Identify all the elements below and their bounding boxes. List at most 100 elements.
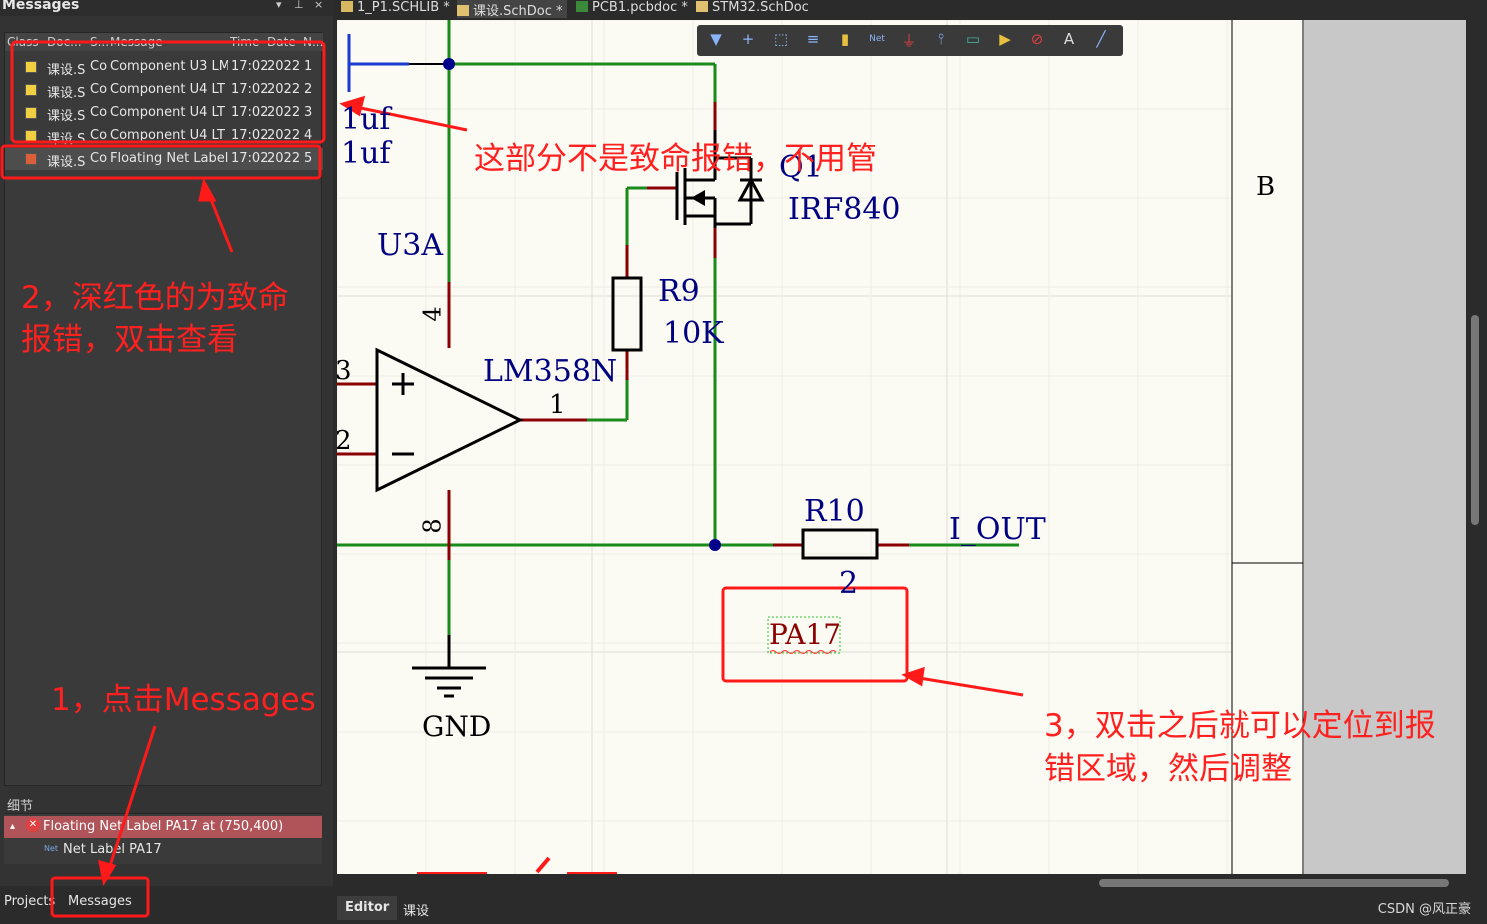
pin-icon[interactable]: ⊥ <box>294 0 304 11</box>
r9-designator[interactable]: R9 <box>658 274 700 309</box>
annotation-not-fatal: 这部分不是致命报错，不用管 <box>474 141 877 177</box>
messages-list: Class Doc... S... Message Time Date N...… <box>4 32 323 786</box>
schdoc-icon <box>696 1 708 12</box>
tab-pcb1[interactable]: PCB1.pcbdoc * <box>576 0 688 18</box>
annotation-step3-line2: 错区域，然后调整 <box>1044 751 1292 787</box>
panel-menu-icon[interactable]: ▾ <box>276 0 282 11</box>
lm358-comment[interactable]: LM358N <box>483 354 618 389</box>
gnd-label[interactable]: GND <box>422 710 492 743</box>
tab-label: 课设.SchDoc * <box>473 4 563 19</box>
messages-panel: Messages ▾ ⊥ × Class Doc... S... Message… <box>0 0 333 924</box>
vertical-scrollbar[interactable] <box>1466 20 1487 874</box>
close-icon[interactable]: × <box>314 0 324 11</box>
move-icon[interactable]: + <box>741 30 755 48</box>
detail-child-text: Net Label PA17 <box>63 842 162 857</box>
message-text: Component U4 LT <box>110 128 225 143</box>
vertical-scroll-thumb[interactable] <box>1471 315 1479 525</box>
message-date: 2022, <box>267 105 301 120</box>
message-time: 17:02 <box>231 128 269 143</box>
r9-value[interactable]: 10K <box>663 316 724 351</box>
message-source: Co <box>90 59 108 74</box>
message-time: 17:02 <box>231 151 269 166</box>
i-out-net-label[interactable]: I_OUT <box>949 512 1046 547</box>
tab-stm32[interactable]: STM32.SchDoc <box>696 0 809 18</box>
tab-editor[interactable]: Editor <box>337 896 398 920</box>
document-tabs: 1_P1.SCHLIB * 课设.SchDoc * PCB1.pcbdoc * … <box>333 0 1487 20</box>
error-icon: ✕ <box>26 818 40 832</box>
col-class[interactable]: Class <box>7 35 39 49</box>
power-port-icon[interactable]: ⏚ <box>901 32 917 50</box>
net-label-tool-icon[interactable]: Net <box>869 34 885 44</box>
schdoc-icon <box>457 5 469 16</box>
messages-columns: Class Doc... S... Message Time Date N... <box>5 33 323 51</box>
tab-1-p1-schlib[interactable]: 1_P1.SCHLIB * <box>341 0 450 18</box>
message-class-icon <box>25 84 37 96</box>
r10-value[interactable]: 2 <box>839 566 859 601</box>
message-document: 课设.S <box>47 63 86 78</box>
col-document[interactable]: Doc... <box>47 35 82 49</box>
q1-designator[interactable]: Q1 <box>779 150 823 185</box>
message-time: 17:02 <box>231 59 269 74</box>
schematic-canvas[interactable]: 1uf 1uf U3A LM358N 4 8 3 2 1 Q1 IRF840 R… <box>337 20 1466 874</box>
sheet-border-letter: B <box>1256 172 1276 202</box>
schematic-drawing <box>337 20 1466 874</box>
message-number: 2 <box>304 82 313 97</box>
line-icon[interactable]: ╱ <box>1096 30 1106 48</box>
pin-3-label: 3 <box>337 356 352 386</box>
tab-kesha-sheet[interactable]: 课设 <box>403 904 430 919</box>
expand-icon[interactable]: ▴ <box>10 821 16 832</box>
harness-icon[interactable]: ▭ <box>965 30 981 48</box>
message-source: Co <box>90 82 108 97</box>
port-icon[interactable]: ▶ <box>999 30 1011 48</box>
message-source: Co <box>90 128 108 143</box>
horizontal-scrollbar[interactable] <box>337 874 1466 892</box>
align-icon[interactable]: ≡ <box>806 30 820 48</box>
message-date: 2022, <box>267 59 301 74</box>
message-document: 课设.S <box>47 109 86 124</box>
details-header: 细节 <box>4 792 322 814</box>
message-date: 2022, <box>267 82 301 97</box>
watermark: CSDN @风正豪 <box>1377 902 1471 917</box>
r10-designator[interactable]: R10 <box>804 494 865 529</box>
message-document: 课设.S <box>47 86 86 101</box>
detail-error-row[interactable]: ▴ ✕ Floating Net Label PA17 at (750,400) <box>4 816 322 838</box>
cap-value-1[interactable]: 1uf <box>341 102 391 137</box>
details-title: 细节 <box>7 799 34 814</box>
irf840-comment[interactable]: IRF840 <box>788 192 901 227</box>
message-number: 5 <box>304 151 313 166</box>
pcb-icon <box>576 1 588 12</box>
message-time: 17:02 <box>231 105 269 120</box>
col-date[interactable]: Date <box>267 35 296 49</box>
pin-2-label: 2 <box>337 426 352 456</box>
tab-projects[interactable]: Projects <box>4 894 56 909</box>
message-text: Component U4 LT <box>110 82 225 97</box>
col-source[interactable]: S... <box>90 35 110 49</box>
select-icon[interactable]: ⬚ <box>773 30 789 48</box>
text-icon[interactable]: A <box>1063 30 1075 48</box>
col-message[interactable]: Message <box>110 35 163 49</box>
pa17-net-label[interactable]: PA17 <box>769 618 842 651</box>
col-number[interactable]: N... <box>303 35 324 49</box>
no-erc-icon[interactable]: ⊘ <box>1030 30 1044 48</box>
component-icon[interactable]: ▮ <box>840 30 850 48</box>
detail-child-row[interactable]: Net Net Label PA17 <box>4 839 322 861</box>
message-time: 17:02 <box>231 82 269 97</box>
cap-value-2[interactable]: 1uf <box>341 136 391 171</box>
col-time[interactable]: Time <box>230 35 260 49</box>
u3a-designator[interactable]: U3A <box>377 228 444 263</box>
tab-messages[interactable]: Messages <box>68 894 132 909</box>
tab-label: STM32.SchDoc <box>712 0 809 15</box>
bus-icon[interactable]: ⫯ <box>937 30 945 48</box>
filter-icon[interactable]: ▼ <box>710 30 722 48</box>
message-text: Component U3 LM <box>110 59 228 74</box>
horizontal-scroll-thumb[interactable] <box>1099 879 1449 887</box>
message-number: 3 <box>304 105 313 120</box>
annotation-step1: 1，点击Messages <box>51 682 316 718</box>
tab-kesha-schdoc[interactable]: 课设.SchDoc * <box>457 0 567 19</box>
